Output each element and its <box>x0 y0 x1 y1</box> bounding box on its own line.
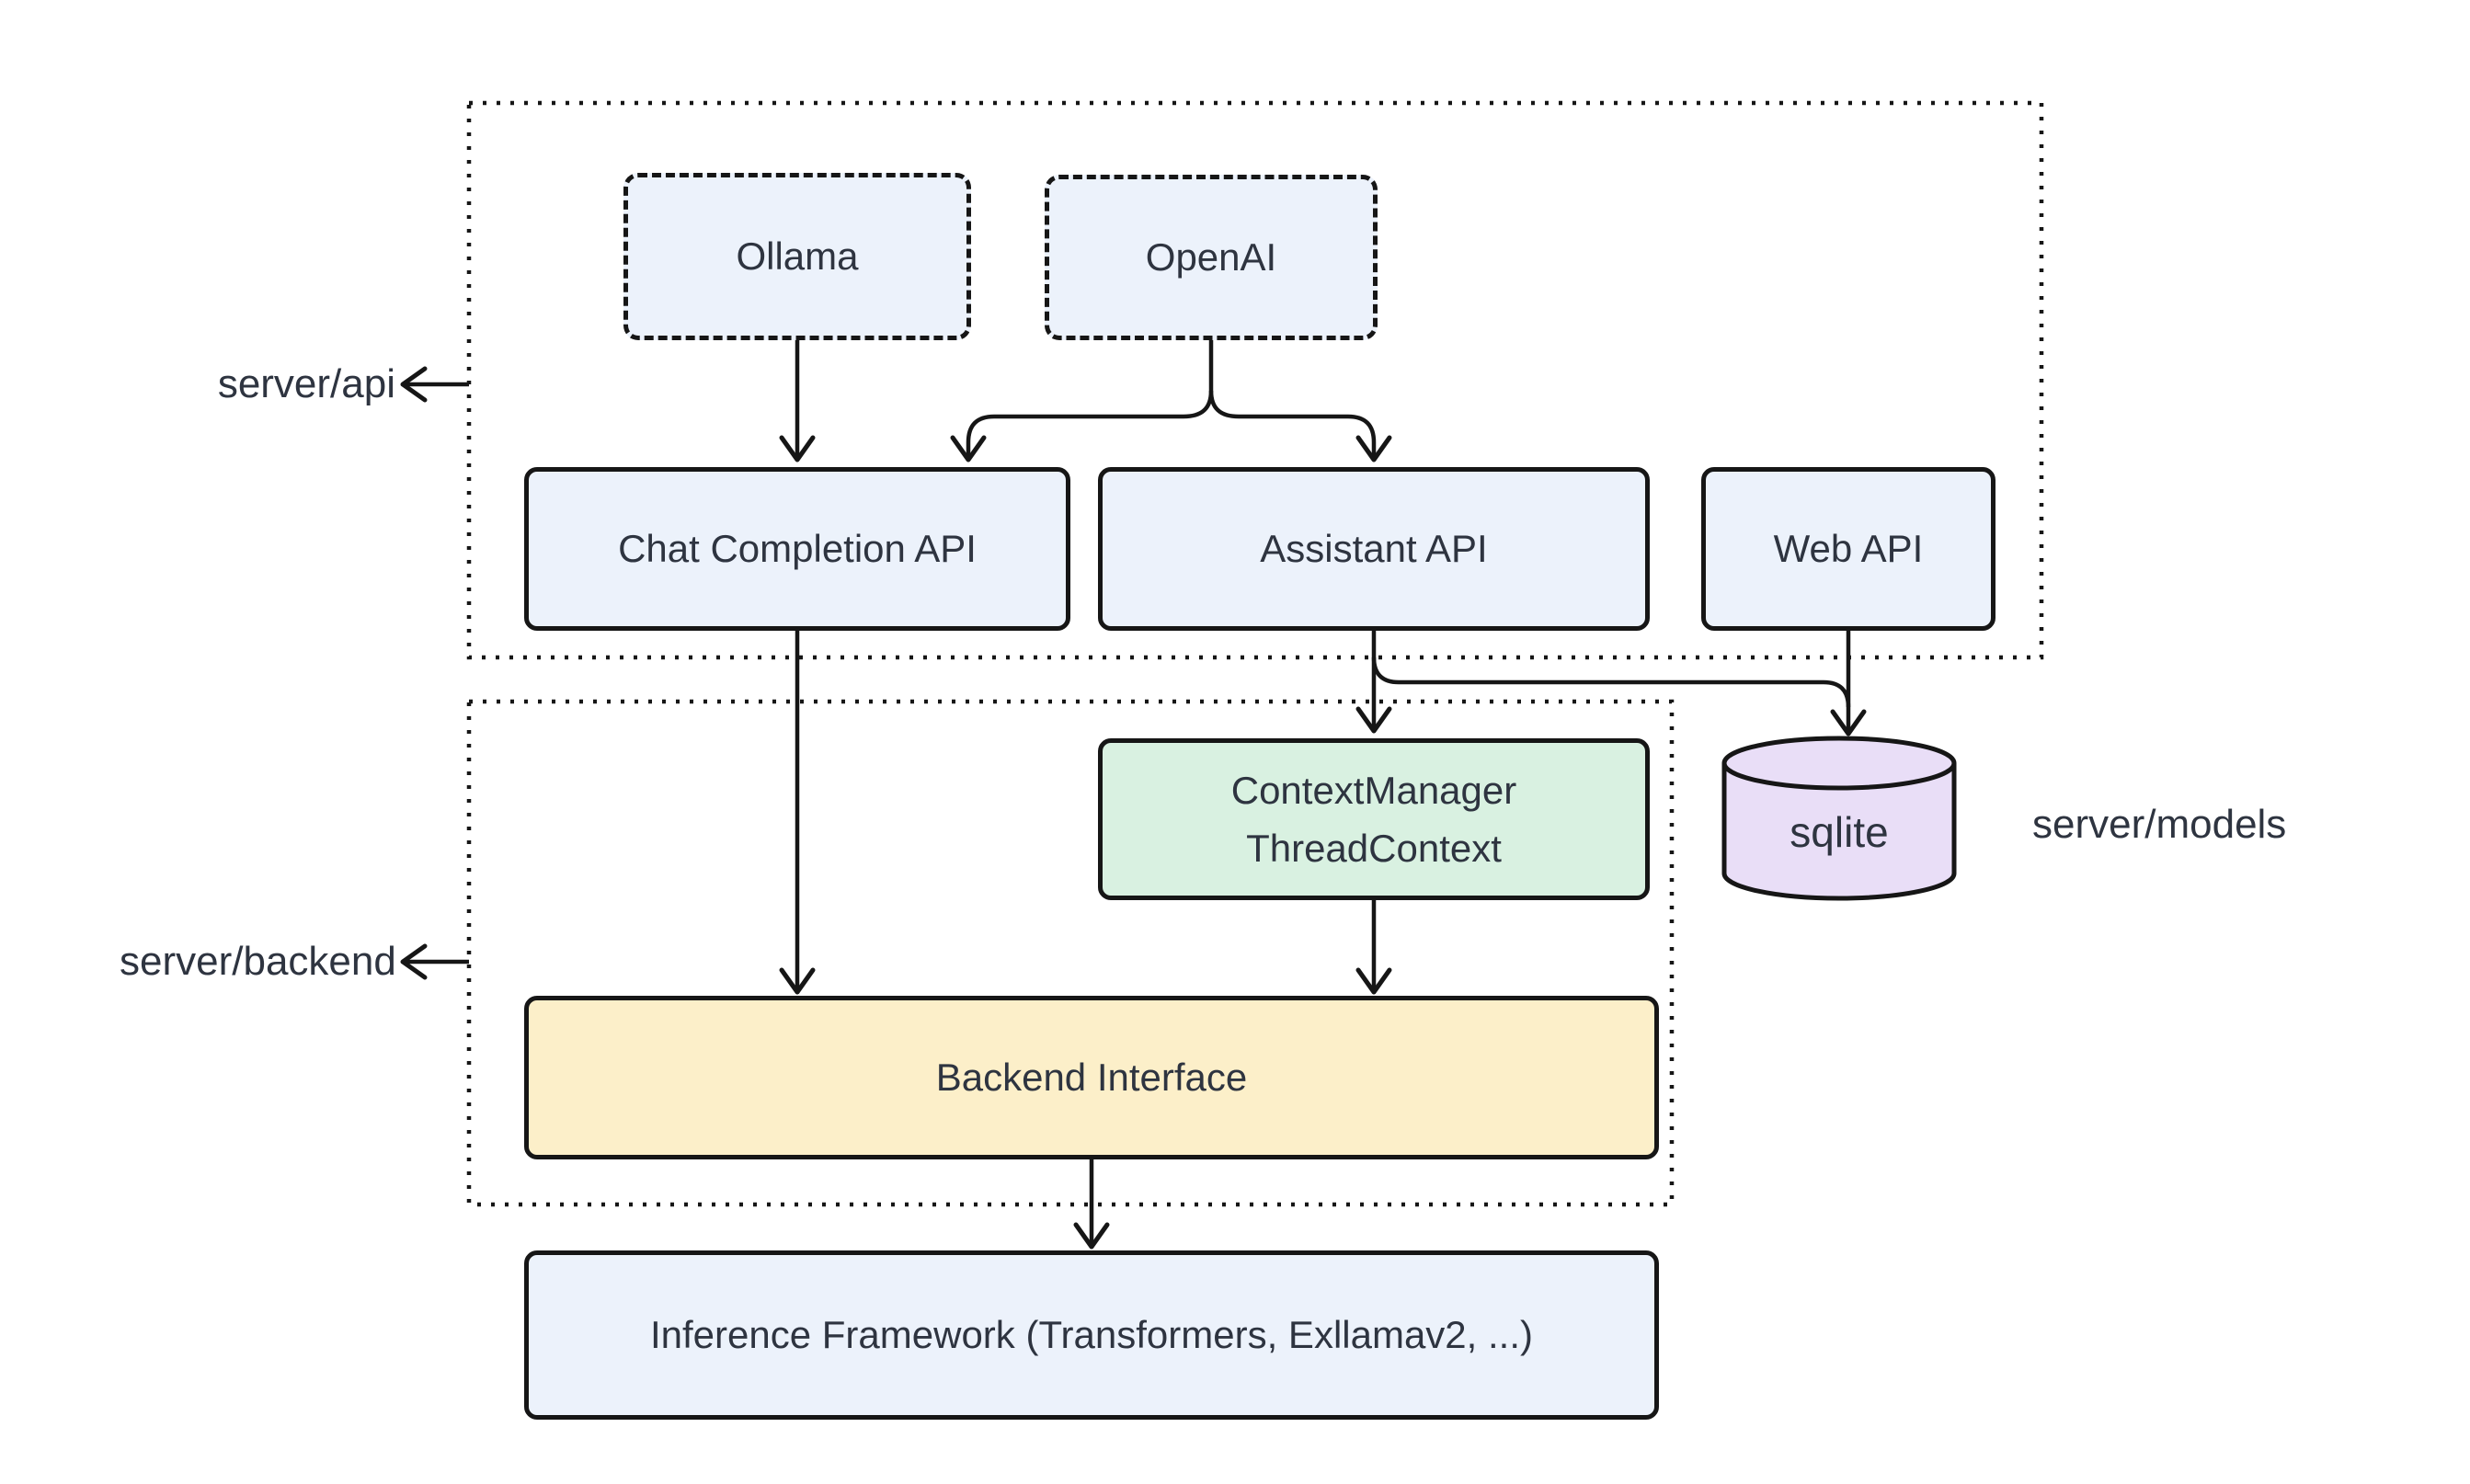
server-models-label: server/models <box>2032 802 2287 847</box>
arrowhead-chat-completion-api-to-backend-interface <box>779 967 816 995</box>
arrowhead-context-manager-to-backend-interface <box>1355 967 1392 995</box>
node-ollama[interactable]: Ollama <box>623 173 971 340</box>
node-ollama-label: Ollama <box>736 234 859 278</box>
arrowhead-openai-to-assistant-api <box>1355 435 1392 462</box>
node-assistant-api[interactable]: Assistant API <box>1098 467 1650 631</box>
sqlite-database-cylinder <box>1721 736 1957 901</box>
node-assistant-api-label: Assistant API <box>1260 526 1488 570</box>
node-openai[interactable]: OpenAI <box>1045 175 1378 340</box>
node-backend-interface-label: Backend Interface <box>935 1055 1248 1099</box>
arrowhead-server-api-label <box>400 366 428 403</box>
arrowhead-openai-to-chat-completion-api <box>950 435 987 462</box>
node-backend-interface[interactable]: Backend Interface <box>524 996 1659 1159</box>
node-sqlite-label[interactable]: sqlite <box>1790 808 1889 856</box>
arrowhead-assistant-api-to-context-manager <box>1355 706 1392 734</box>
arrowhead-server-backend-label <box>400 943 428 980</box>
node-chat-completion-api[interactable]: Chat Completion API <box>524 467 1070 631</box>
server-api-container <box>466 100 2044 660</box>
node-context-manager-line2: ThreadContext <box>1246 827 1502 870</box>
node-context-manager[interactable]: ContextManager ThreadContext <box>1098 738 1650 900</box>
node-inference-framework[interactable]: Inference Framework (Transformers, Exlla… <box>524 1250 1659 1420</box>
edges <box>400 340 1867 1250</box>
node-inference-framework-label: Inference Framework (Transformers, Exlla… <box>649 1312 1533 1356</box>
node-context-manager-line1: ContextManager <box>1230 769 1517 812</box>
cylinder-top <box>1721 736 1957 791</box>
edge-assistant-api-to-sqlite <box>1371 656 1851 708</box>
arrowhead-backend-interface-to-inference-framework <box>1073 1222 1110 1250</box>
edge-openai-to-chat-completion-api <box>966 340 1214 456</box>
server-backend-container <box>466 699 1675 1207</box>
cylinder-body <box>1721 763 1957 901</box>
edge-openai-to-assistant-api <box>1208 390 1377 456</box>
node-web-api[interactable]: Web API <box>1701 467 1995 631</box>
server-api-label: server/api <box>217 361 395 406</box>
node-openai-label: OpenAI <box>1145 234 1277 279</box>
server-backend-label: server/backend <box>120 939 396 984</box>
node-web-api-label: Web API <box>1773 526 1924 570</box>
arrowhead-ollama-to-chat-completion-api <box>779 435 816 462</box>
node-chat-completion-api-label: Chat Completion API <box>618 526 977 570</box>
arrowhead-web-api-to-sqlite <box>1830 709 1867 736</box>
